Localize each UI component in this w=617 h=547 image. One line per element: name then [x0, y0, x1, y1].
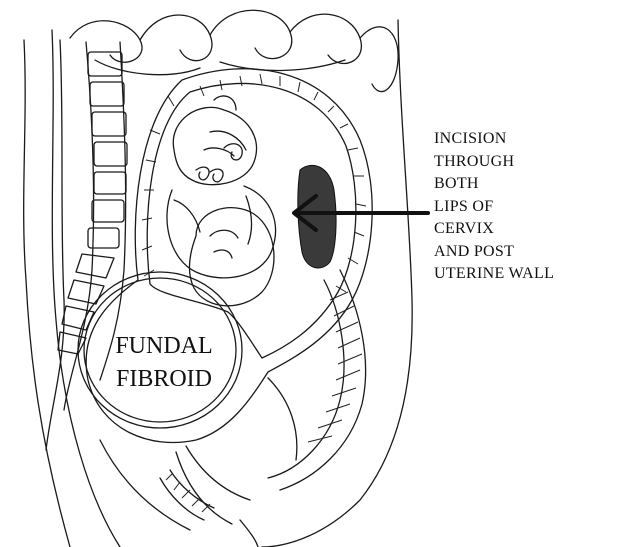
anterior-structures	[160, 270, 366, 524]
body-outline-front	[262, 20, 412, 547]
incision-annotation: INCISION THROUGH BOTH LIPS OF CERVIX AND…	[434, 128, 554, 286]
annotation-line: CERVIX	[434, 218, 554, 241]
annotation-line: LIPS OF	[434, 196, 554, 219]
intestines	[70, 10, 398, 91]
annotation-line: AND POST	[434, 241, 554, 264]
annotation-line: BOTH	[434, 173, 554, 196]
fetus	[167, 96, 276, 306]
fibroid-annotation: FUNDAL FIBROID	[95, 330, 233, 396]
fibroid-label-line: FIBROID	[95, 363, 233, 396]
annotation-line: UTERINE WALL	[434, 263, 554, 286]
cervix-posterior-wall	[298, 165, 336, 268]
annotation-line: THROUGH	[434, 151, 554, 174]
fibroid-label-line: FUNDAL	[95, 330, 233, 363]
annotation-line: INCISION	[434, 128, 554, 151]
